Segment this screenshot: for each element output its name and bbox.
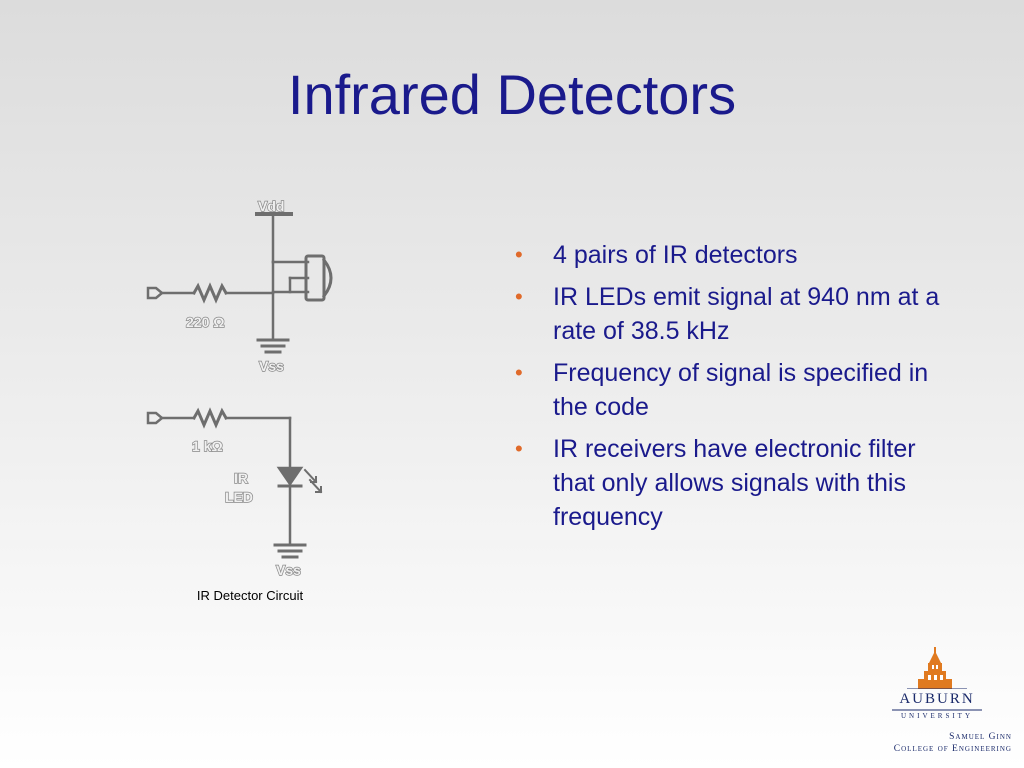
bullet-marker: • [515,360,523,385]
bullet-list: •4 pairs of IR detectors •IR LEDs emit s… [513,238,963,542]
ir-led-label-line1: IR [234,470,248,486]
college-name: Samuel Ginn College of Engineering [893,732,1012,754]
tower-icon [907,647,967,689]
ir-led-label-line2: LED [225,489,253,505]
bullet-item: •IR receivers have electronic filter tha… [513,432,963,534]
vdd-label: Vdd [258,198,284,214]
circuit-caption: IR Detector Circuit [196,588,304,603]
vss-label-2: Vss [276,562,301,578]
university-wordmark: UNIVERSITY [901,712,973,720]
resistor-220-label: 220 Ω [186,314,224,330]
ir-led-triangle [276,466,304,487]
input-terminal-2 [146,411,164,425]
bullet-marker: • [515,436,523,461]
auburn-wordmark: AUBURN [899,691,975,707]
vss-label-1: Vss [259,358,284,374]
emission-arrow-1 [303,468,318,484]
resistor-220 [191,282,229,304]
resistor-1k-label: 1 kΩ [192,438,223,454]
resistor-1k [191,407,229,429]
input-terminal-1 [146,286,164,300]
bullet-item: •Frequency of signal is specified in the… [513,356,963,424]
bullet-marker: • [515,242,523,267]
bullet-item: •IR LEDs emit signal at 940 nm at a rate… [513,280,963,348]
ir-detector-lens [321,257,333,299]
bullet-item: •4 pairs of IR detectors [513,238,963,272]
bullet-marker: • [515,284,523,309]
emission-arrow-2 [308,478,323,494]
slide-title: Infrared Detectors [287,63,737,126]
